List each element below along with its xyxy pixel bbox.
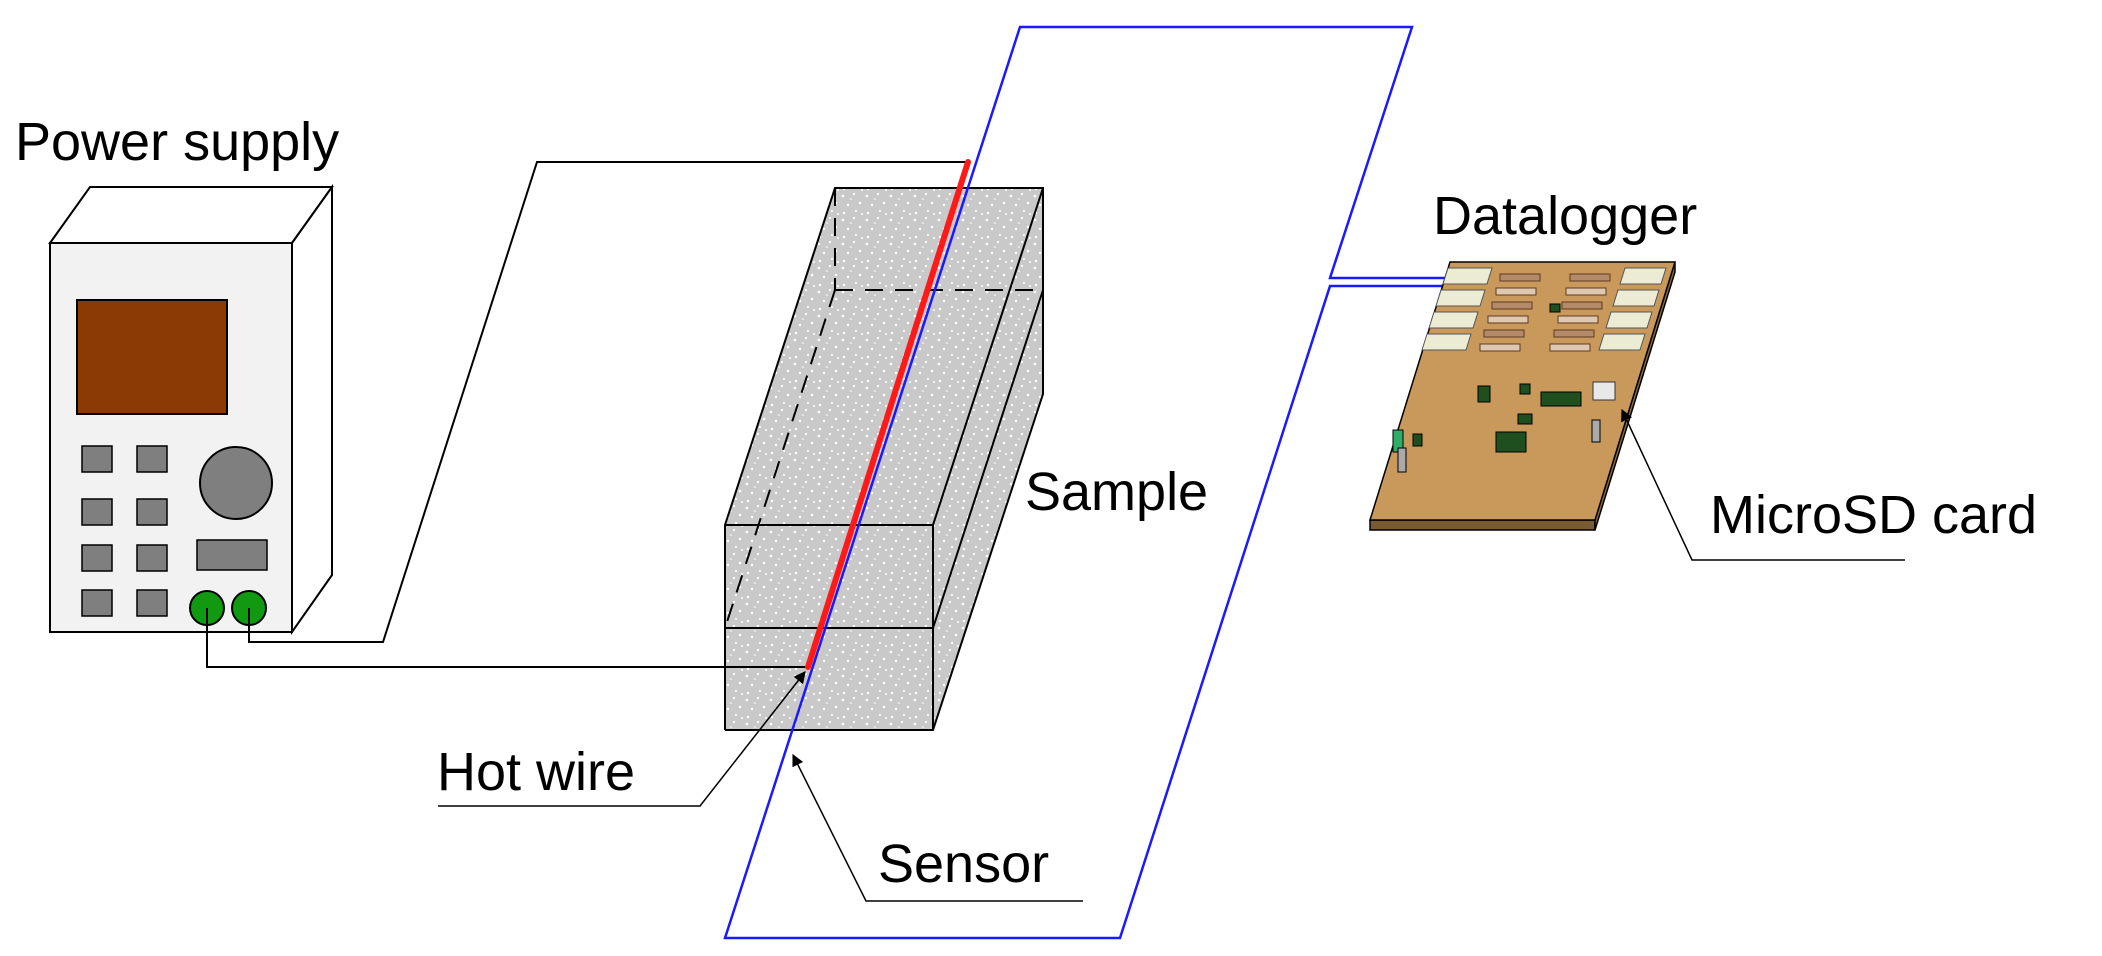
control-knob	[199, 446, 273, 520]
hot-wire-leader	[438, 671, 806, 807]
sample-top-face	[725, 188, 1043, 525]
ic-chip	[1519, 383, 1531, 395]
keypad-button	[136, 498, 168, 526]
sample-label: Sample	[1025, 462, 1208, 522]
power-supply-label: Power supply	[15, 112, 339, 172]
power-supply	[48, 183, 334, 636]
keypad-button	[81, 589, 113, 617]
ic-chip	[1540, 391, 1582, 407]
power-wire-upper	[248, 161, 968, 643]
keypad-button	[136, 445, 168, 473]
sensor-loop	[723, 25, 1448, 940]
microsd-card-label: MicroSD card	[1710, 485, 2037, 545]
keypad-button	[81, 544, 113, 572]
microsd-slot	[1592, 381, 1616, 401]
sensor-label: Sensor	[878, 834, 1049, 894]
component-rows	[1479, 273, 1611, 352]
keypad-button	[81, 498, 113, 526]
keypad-button	[81, 445, 113, 473]
terminal-block-right	[1598, 267, 1667, 351]
keypad-button	[136, 589, 168, 617]
power-wires	[206, 161, 968, 668]
power-supply-top-face	[48, 186, 334, 244]
pcb-edge	[1369, 519, 1596, 531]
datalogger-label: Datalogger	[1433, 186, 1697, 246]
leader-lines	[438, 408, 1905, 902]
ic-chip	[1495, 431, 1527, 453]
sensor-wire	[723, 25, 1448, 940]
hot-wire	[805, 159, 971, 670]
ic-chip	[1477, 385, 1491, 403]
supply-readout-panel	[196, 539, 268, 571]
ic-chip	[1517, 413, 1533, 425]
capacitor	[1591, 419, 1601, 443]
datalogger-board	[1368, 261, 1677, 531]
power-wire-lower	[206, 608, 808, 668]
ic-chip	[1549, 303, 1561, 313]
microsd-leader	[1621, 408, 1905, 561]
sample-block	[724, 187, 1044, 731]
keypad-button	[136, 544, 168, 572]
hot-wire-label: Hot wire	[437, 742, 635, 802]
sensor-leader	[792, 753, 1083, 902]
terminal-block-left	[1421, 267, 1493, 351]
power-supply-side-face	[291, 183, 333, 636]
display-screen	[76, 299, 228, 415]
capacitor	[1397, 447, 1407, 473]
capacitor	[1412, 433, 1423, 447]
